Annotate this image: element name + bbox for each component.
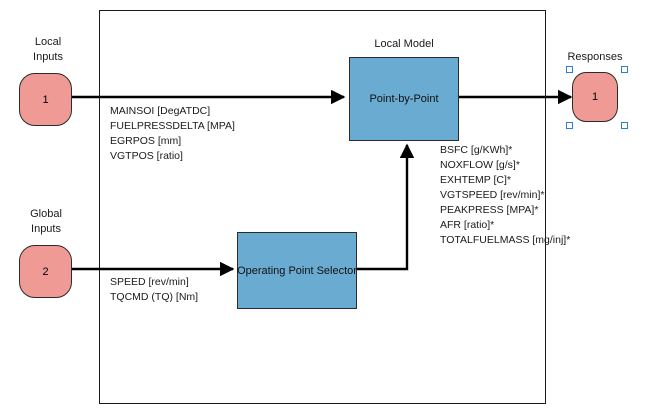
signal-exhtemp: EXHTEMP [C]* [440,174,511,186]
selection-handle-bottom-left[interactable] [566,122,573,129]
responses-caption: Responses [567,51,623,63]
signal-bsfc: BSFC [g/KWh]* [440,144,513,156]
selection-handle-top-right[interactable] [621,66,628,73]
local-input-signal-list: MAINSOI [DegATDC] FUELPRESSDELTA [MPA] E… [110,104,235,164]
signal-mainsoi: MAINSOI [DegATDC] [110,105,211,117]
selection-handle-bottom-right[interactable] [621,122,628,129]
signal-totalfuelmass: TOTALFUELMASS [mg/inj]* [440,234,571,246]
block-operating-point-selector-label: Operating Point Selector [237,264,357,277]
port-local-inputs[interactable]: 1 [19,73,72,126]
signal-speed: SPEED [rev/min] [110,276,189,288]
local-model-caption: Local Model [374,38,434,50]
port-responses[interactable]: 1 [572,72,618,122]
local-inputs-caption-line1: Local [34,36,62,48]
block-local-model-label: Point-by-Point [369,93,439,105]
signal-vgtpos: VGTPOS [ratio] [110,150,183,162]
subsystem-boundary [99,10,546,404]
response-signal-list: BSFC [g/KWh]* NOXFLOW [g/s]* EXHTEMP [C]… [440,143,570,248]
signal-peakpress: PEAKPRESS [MPA]* [440,204,539,216]
port-local-inputs-number: 1 [42,93,49,106]
global-inputs-caption-line1: Global [30,208,62,220]
global-input-signal-list: SPEED [rev/min] TQCMD (TQ) [Nm] [110,275,198,305]
port-global-inputs-number: 2 [42,265,49,278]
port-responses-number: 1 [591,91,599,103]
signal-afr: AFR [ratio]* [440,219,495,231]
signal-fuelpressdelta: FUELPRESSDELTA [MPA] [110,120,235,132]
block-local-model[interactable]: Point-by-Point [349,57,459,141]
global-inputs-caption-line2: Inputs [31,223,61,235]
local-inputs-caption-line2: Inputs [33,51,63,63]
port-global-inputs[interactable]: 2 [19,245,72,298]
signal-tqcmd: TQCMD (TQ) [Nm] [110,291,199,303]
signal-noxflow: NOXFLOW [g/s]* [440,159,520,171]
block-operating-point-selector[interactable]: Operating Point Selector [237,232,357,309]
signal-egrpos: EGRPOS [mm] [110,135,182,147]
selection-handle-top-left[interactable] [566,66,573,73]
signal-vgtspeed: VGTSPEED [rev/min]* [440,189,545,201]
